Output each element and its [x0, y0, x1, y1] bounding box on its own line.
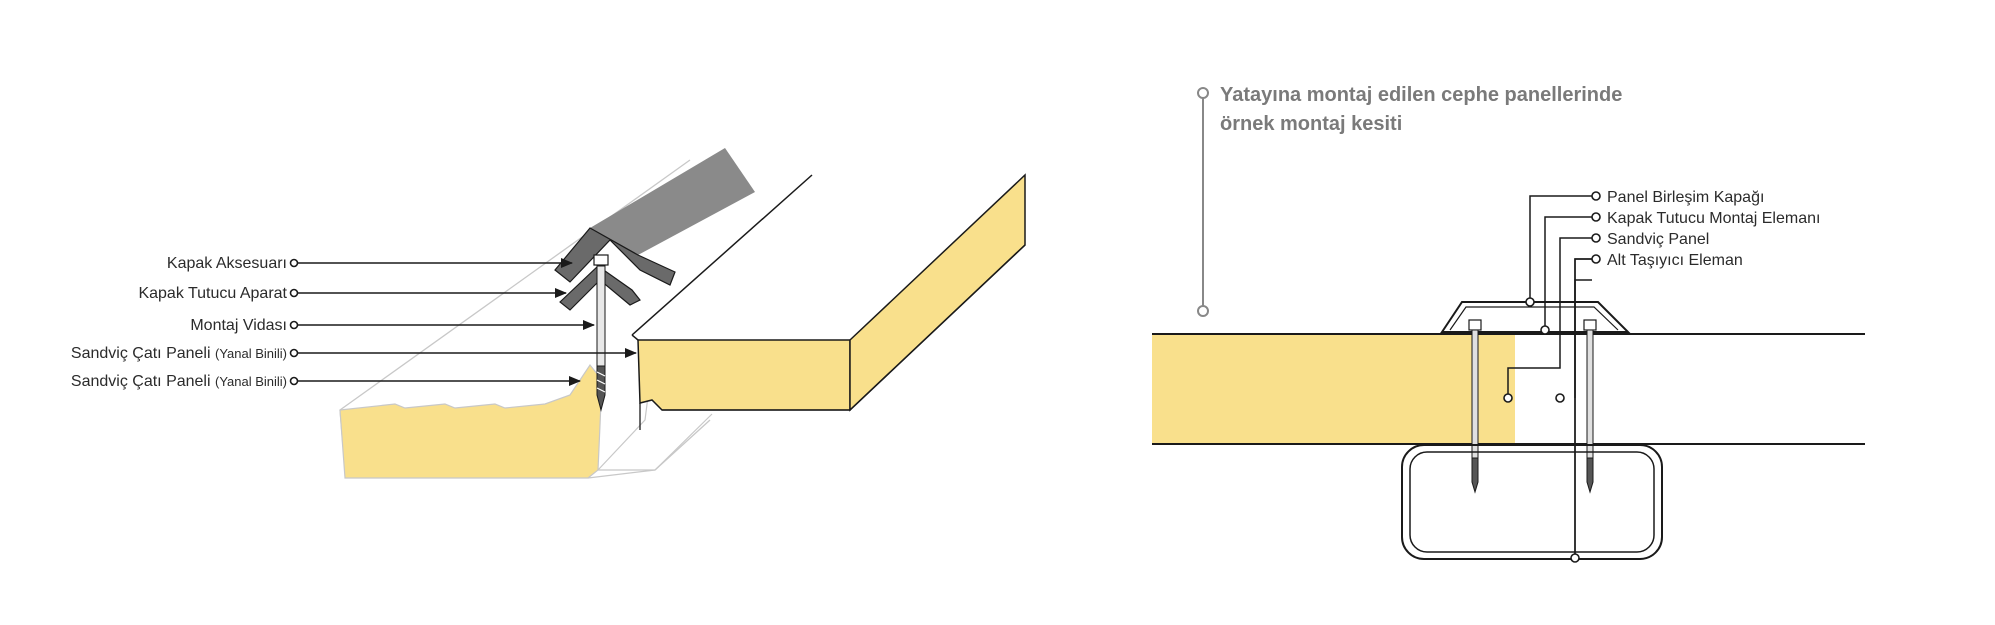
- left-panel-edge-2: [587, 413, 713, 479]
- label-main: Sandviç Çatı Paneli: [71, 345, 215, 362]
- title-pin-top: [1197, 87, 1209, 99]
- sub-carrier-inner: [1409, 451, 1655, 553]
- mounting-screw: [593, 254, 609, 412]
- label-pin: [1591, 191, 1601, 201]
- section-label-1: Panel Birleşim Kapağı: [1591, 189, 1764, 206]
- pin-cap-holder: [1540, 325, 1550, 335]
- label-sub: (Yanal Binili): [215, 346, 287, 361]
- label-cap-holder: Kapak Tutucu Aparat: [138, 285, 287, 302]
- label-roof-panel-2: Sandviç Çatı Paneli (Yanal Binili): [71, 373, 287, 390]
- right-panel-insulation: [637, 339, 851, 411]
- right-panel-top-edge: [631, 334, 639, 341]
- section-label-4: Alt Taşıyıcı Eleman: [1591, 252, 1743, 269]
- label-pin: [1591, 254, 1601, 264]
- left-label-3: Montaj Vidası: [190, 317, 595, 334]
- panel-joint-cap: [1440, 301, 1631, 333]
- label-sub-carrier: Alt Taşıyıcı Eleman: [1607, 252, 1743, 269]
- pin-sandwich-panel-b: [1555, 393, 1565, 403]
- leader-pin: [289, 348, 299, 358]
- right-panel-top-line: [631, 174, 813, 336]
- left-label-5: Sandviç Çatı Paneli (Yanal Binili): [71, 373, 581, 390]
- left-label-4: Sandviç Çatı Paneli (Yanal Binili): [71, 345, 637, 362]
- facade-section-drawing: Yatayına montaj edilen cephe panellerind…: [1152, 84, 1865, 563]
- leader-pin: [289, 320, 299, 330]
- left-panel-insulation: [339, 363, 603, 479]
- leader-pin: [289, 258, 299, 268]
- section-screw-left: [1468, 319, 1482, 494]
- sandwich-panel-insulation: [1152, 334, 1515, 444]
- section-screw-right: [1583, 319, 1597, 494]
- label-cap-holder-element: Kapak Tutucu Montaj Elemanı: [1607, 210, 1820, 227]
- left-label-1: Kapak Aksesuarı: [167, 255, 573, 272]
- carrier-leader: [1574, 258, 1592, 560]
- right-panel-side-bottom: [849, 244, 1026, 411]
- label-sub: (Yanal Binili): [215, 374, 287, 389]
- section-label-2: Kapak Tutucu Montaj Elemanı: [1591, 210, 1820, 227]
- cap-accessory-front: [554, 227, 676, 286]
- right-panel-side: [849, 173, 1026, 412]
- panel-joint-cap-inner: [1449, 306, 1619, 331]
- pin-sandwich-panel-a: [1503, 393, 1513, 403]
- label-cap-accessory: Kapak Aksesuarı: [167, 255, 287, 272]
- section-label-3: Sandviç Panel: [1591, 231, 1709, 248]
- section-title: Yatayına montaj edilen cephe panellerind…: [1197, 84, 1622, 317]
- title-line-2: örnek montaj kesiti: [1220, 113, 1402, 135]
- left-label-2: Kapak Tutucu Aparat: [138, 285, 567, 302]
- label-main: Sandviç Çatı Paneli: [71, 373, 215, 390]
- label-roof-panel-1: Sandviç Çatı Paneli (Yanal Binili): [71, 345, 287, 362]
- section-leaders: [1507, 195, 1592, 560]
- leader-pin: [289, 376, 299, 386]
- label-mounting-screw: Montaj Vidası: [190, 317, 287, 334]
- pin-joint-cap: [1525, 297, 1535, 307]
- sub-carrier-outer: [1401, 444, 1663, 560]
- leader-pin: [289, 288, 299, 298]
- roof-panel-assembly-drawing: Kapak Aksesuarı Kapak Tutucu Aparat Mont…: [71, 148, 1026, 479]
- title-line-1: Yatayına montaj edilen cephe panellerind…: [1220, 84, 1622, 106]
- cap-accessory-body: [590, 148, 755, 255]
- label-pin: [1591, 233, 1601, 243]
- label-pin: [1591, 212, 1601, 222]
- label-joint-cap: Panel Birleşim Kapağı: [1607, 189, 1764, 206]
- label-sandwich-panel: Sandviç Panel: [1607, 231, 1709, 248]
- title-pin-bottom: [1197, 305, 1209, 317]
- pin-sub-carrier: [1570, 553, 1580, 563]
- right-panel-bottom-edge: [639, 403, 850, 430]
